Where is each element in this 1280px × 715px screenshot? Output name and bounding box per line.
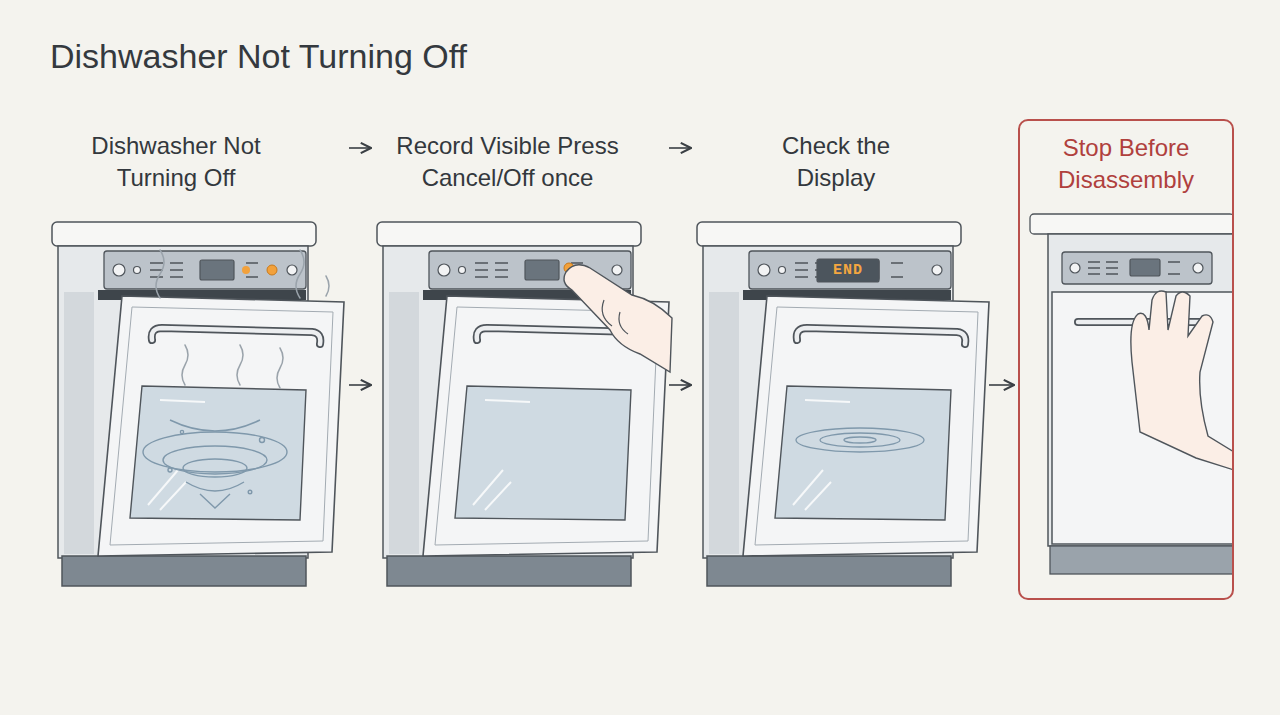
indicator-light bbox=[242, 266, 250, 274]
steam-lines bbox=[237, 345, 243, 385]
water-bubble bbox=[180, 430, 183, 433]
step-heading: Record Visible Press Cancel/Off once bbox=[375, 130, 640, 194]
control-panel bbox=[1062, 252, 1212, 284]
pressing-hand bbox=[602, 300, 628, 334]
stop-panel: Stop Before Disassembly bbox=[1018, 119, 1234, 600]
flow-arrow bbox=[349, 147, 371, 149]
flow-arrow bbox=[669, 384, 691, 386]
display-readout: END bbox=[817, 259, 879, 282]
closed-dishwasher bbox=[1030, 214, 1232, 574]
control-knob bbox=[1070, 263, 1080, 273]
flow-arrow bbox=[669, 147, 691, 149]
steam-lines bbox=[277, 348, 283, 388]
water-ripple bbox=[844, 437, 876, 443]
step-heading: Stop Before Disassembly bbox=[1031, 132, 1221, 196]
water-swirl bbox=[163, 446, 267, 474]
steam-lines bbox=[156, 250, 164, 298]
step-heading: Dishwasher Not Turning Off bbox=[90, 130, 262, 194]
water-swirl bbox=[183, 459, 247, 477]
dishwasher-base bbox=[1050, 546, 1232, 574]
water-ripple bbox=[820, 433, 900, 447]
water-bubble bbox=[260, 438, 265, 443]
steam-lines bbox=[326, 276, 329, 296]
display-screen bbox=[817, 259, 879, 282]
counter-top bbox=[1030, 214, 1232, 234]
water-bubble bbox=[248, 490, 252, 494]
step-panel: Check the DisplayEND bbox=[695, 128, 985, 590]
step-panel: Record Visible Press Cancel/Off once bbox=[375, 128, 665, 590]
dishwasher-body bbox=[1048, 234, 1232, 546]
steam-lines bbox=[296, 250, 304, 298]
steam-lines bbox=[156, 250, 329, 388]
water-ripple bbox=[796, 428, 924, 452]
step-panel: Dishwasher Not Turning Off bbox=[50, 128, 345, 590]
dishwasher-door bbox=[1052, 292, 1232, 544]
control-knob bbox=[1193, 263, 1203, 273]
water-bubble bbox=[168, 468, 172, 472]
water-swirl bbox=[143, 420, 287, 508]
indicator-light bbox=[267, 265, 277, 275]
step-heading: Check the Display bbox=[761, 130, 911, 194]
indicator-light bbox=[242, 265, 277, 275]
water-ripple bbox=[796, 428, 924, 452]
pressing-hand bbox=[564, 265, 672, 372]
display-screen bbox=[1130, 259, 1160, 276]
diagram-title: Dishwasher Not Turning Off bbox=[50, 34, 467, 78]
steam-lines bbox=[182, 345, 188, 385]
water-swirl bbox=[170, 420, 260, 508]
stop-hand bbox=[1131, 291, 1232, 470]
dishwasher-door bbox=[743, 296, 989, 556]
water-swirl bbox=[143, 432, 287, 472]
flow-arrow bbox=[989, 384, 1014, 386]
dishwasher-door bbox=[98, 296, 344, 556]
flow-arrow bbox=[349, 384, 371, 386]
